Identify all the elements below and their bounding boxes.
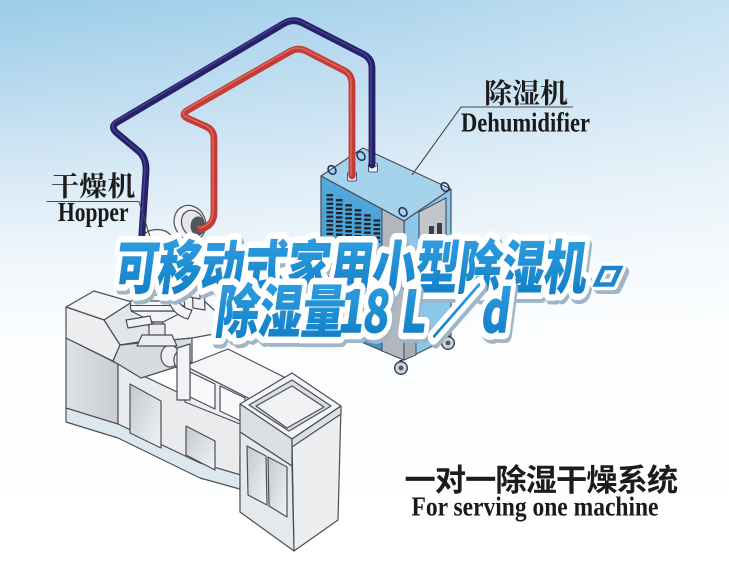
- svg-text:Hopper: Hopper: [58, 197, 129, 227]
- svg-text:Dehumidifier: Dehumidifier: [461, 108, 590, 138]
- svg-text:For serving one machine: For serving one machine: [412, 492, 659, 522]
